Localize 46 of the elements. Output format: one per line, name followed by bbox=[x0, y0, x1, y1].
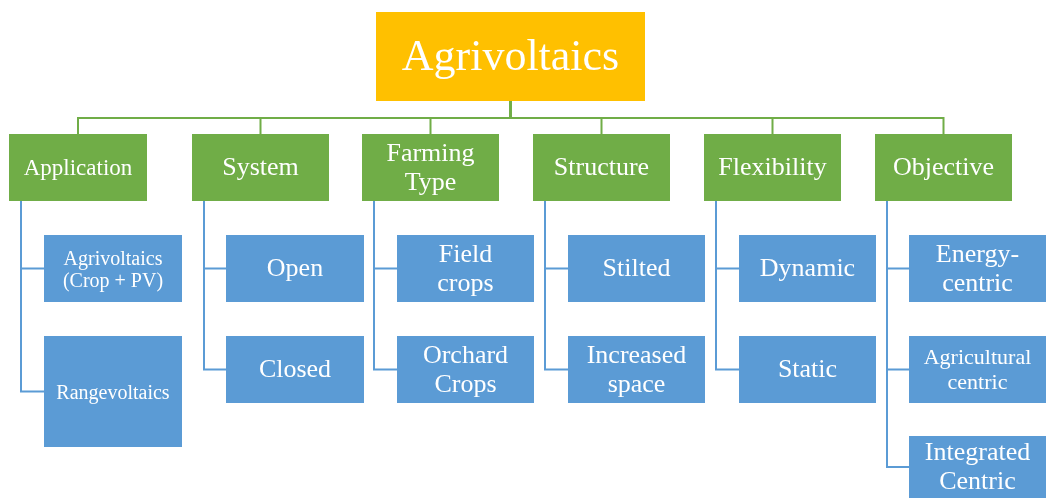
item-box bbox=[397, 336, 534, 403]
connector-line bbox=[203, 200, 227, 371]
item-box bbox=[568, 235, 705, 302]
category-box bbox=[9, 134, 147, 201]
connector-line bbox=[715, 200, 740, 371]
item-box bbox=[909, 436, 1046, 498]
connector-line bbox=[20, 200, 45, 393]
category-box bbox=[192, 134, 329, 201]
item-box bbox=[44, 336, 182, 447]
category-box bbox=[533, 134, 670, 201]
item-box bbox=[226, 336, 364, 403]
node-label: Orchard Crops bbox=[421, 340, 510, 399]
category-box bbox=[704, 134, 841, 201]
connector-line bbox=[373, 200, 398, 371]
category-box bbox=[875, 134, 1012, 201]
connector-line bbox=[544, 200, 569, 371]
node-label: Farming Type bbox=[385, 138, 476, 197]
item-box bbox=[226, 235, 364, 302]
item-box bbox=[739, 336, 876, 403]
item-box bbox=[909, 336, 1046, 403]
item-box bbox=[739, 235, 876, 302]
node-label: Field crops bbox=[436, 239, 495, 298]
node-label: Structure bbox=[553, 153, 650, 182]
node-label: Energy-centric bbox=[934, 239, 1021, 298]
node-label: Stilted bbox=[602, 254, 671, 283]
node-label: System bbox=[222, 153, 299, 182]
node-label: Static bbox=[777, 355, 838, 384]
node-label: Application bbox=[23, 154, 133, 181]
node-label: Rangevoltaics bbox=[56, 380, 170, 403]
connector-line bbox=[886, 200, 910, 468]
category-box bbox=[362, 134, 499, 201]
node-label: Objective bbox=[892, 153, 995, 182]
node-label: Open bbox=[266, 254, 324, 283]
node-label: Dynamic bbox=[759, 254, 856, 283]
node-label: Closed bbox=[258, 355, 332, 384]
item-box bbox=[397, 235, 534, 302]
node-label: Increased space bbox=[585, 340, 688, 399]
node-label: Agrivoltaics bbox=[401, 32, 620, 81]
item-box bbox=[909, 235, 1046, 302]
root-box bbox=[376, 12, 645, 101]
node-label: Agrivoltaics (Crop + PV) bbox=[61, 246, 165, 291]
item-box bbox=[568, 336, 705, 403]
node-label: Flexibility bbox=[718, 153, 827, 182]
node-label: Agricultural centric bbox=[922, 345, 1033, 394]
item-box bbox=[44, 235, 182, 302]
node-label: Integrated Centric bbox=[923, 438, 1032, 496]
